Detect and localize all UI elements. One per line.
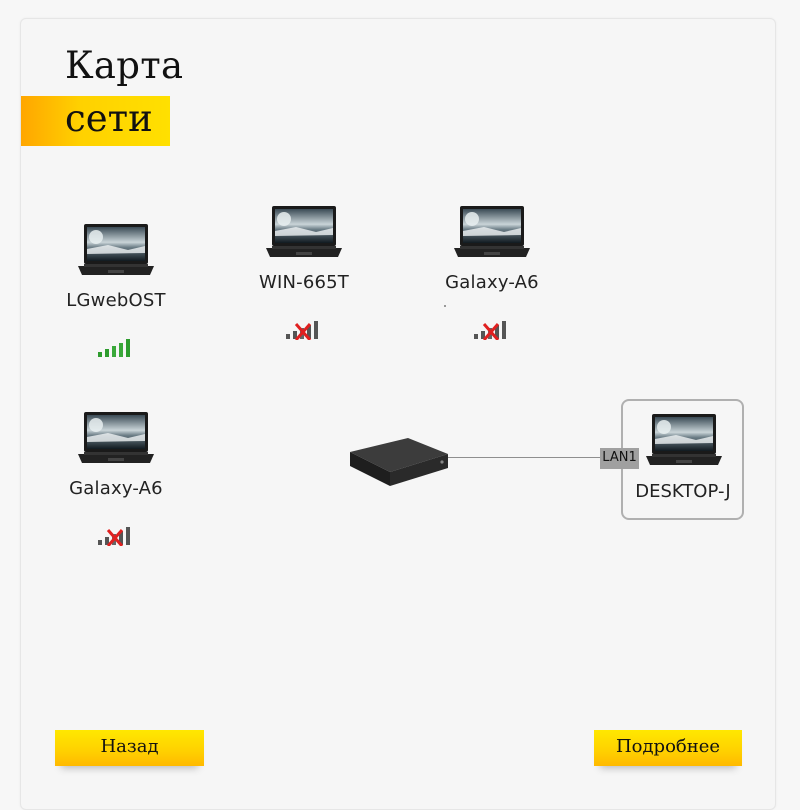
device-name: WIN-665T	[258, 272, 350, 293]
device-name: Galaxy-A6	[69, 478, 163, 499]
lan-port-label: LAN1	[600, 448, 639, 469]
signal-strong-icon	[98, 338, 134, 358]
laptop-icon	[454, 204, 530, 260]
lan-connection-line	[448, 457, 602, 458]
details-button[interactable]: Подробнее	[594, 730, 742, 766]
back-button[interactable]: Назад	[55, 730, 204, 766]
device-name: Galaxy-A6	[445, 272, 539, 293]
laptop-icon	[266, 204, 342, 260]
router-icon[interactable]	[346, 432, 450, 490]
signal-off-icon	[98, 526, 134, 546]
signal-off-icon	[474, 320, 510, 340]
page-title-line1: Карта	[65, 44, 184, 87]
title-highlight-band	[21, 96, 170, 146]
laptop-icon	[646, 412, 722, 468]
device-name: LGwebOST	[66, 290, 166, 311]
laptop-icon	[78, 222, 154, 278]
signal-off-icon	[286, 320, 322, 340]
dot-artifact	[444, 305, 446, 307]
page-title-line2: сети	[65, 97, 153, 140]
laptop-icon	[78, 410, 154, 466]
wired-device-name: DESKTOP-J	[635, 481, 731, 502]
